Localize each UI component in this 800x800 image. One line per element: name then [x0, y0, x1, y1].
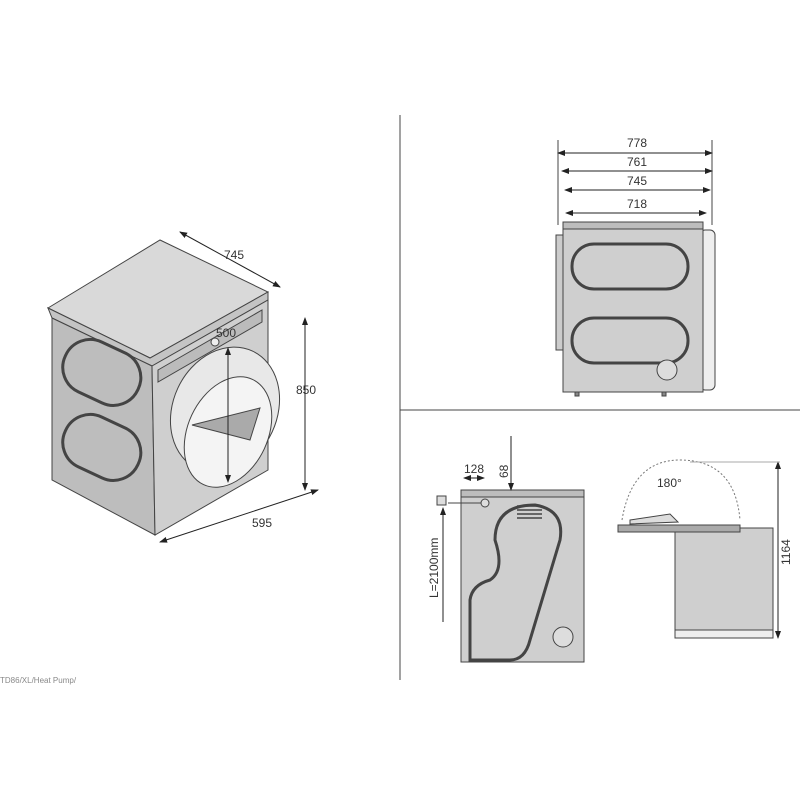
iso-depth-dimension — [179, 231, 281, 288]
model-caption: TD86/XL/Heat Pump/ — [0, 676, 77, 685]
side-panel-lower — [570, 316, 690, 365]
control-knob — [210, 337, 220, 347]
open-lid — [617, 524, 741, 533]
side-panel-upper — [61, 338, 143, 407]
dim-718: 718 — [627, 197, 647, 211]
machine-base — [674, 629, 774, 639]
open-height-label: 1164 — [779, 539, 793, 565]
dim-745: 745 — [627, 174, 647, 188]
lid-handle — [629, 513, 680, 525]
cable-entry — [480, 498, 490, 508]
round-cover — [552, 626, 574, 648]
rear-contour — [468, 503, 563, 662]
offset-68-label: 68 — [497, 464, 511, 478]
iso-width-dimension — [159, 489, 319, 543]
machine-top — [562, 221, 704, 230]
dim-778: 778 — [627, 136, 647, 150]
foot-left — [574, 391, 580, 397]
vent-slots — [517, 505, 542, 519]
iso-depth-label: 745 — [224, 248, 244, 262]
dim-761: 761 — [627, 155, 647, 169]
top-view — [555, 140, 716, 397]
round-cover — [656, 359, 678, 381]
foot-right — [661, 391, 667, 397]
control-panel — [157, 309, 263, 383]
plug-icon — [436, 495, 447, 506]
rear-view — [436, 436, 585, 663]
isometric-view — [46, 231, 319, 543]
iso-height-label: 850 — [296, 383, 316, 397]
lid-swing-arc — [621, 459, 741, 521]
lid-open-view — [617, 459, 781, 639]
door-diameter-label: 500 — [216, 326, 236, 340]
machine-side — [674, 527, 774, 639]
offset-128-label: 128 — [464, 462, 484, 476]
side-panel-upper — [570, 242, 690, 291]
side-panel-lower — [61, 413, 143, 482]
lid-angle-label: 180° — [657, 476, 682, 490]
cable-length-label: L=2100mm — [427, 538, 441, 598]
machine-top — [460, 489, 585, 498]
iso-width-label: 595 — [252, 516, 272, 530]
